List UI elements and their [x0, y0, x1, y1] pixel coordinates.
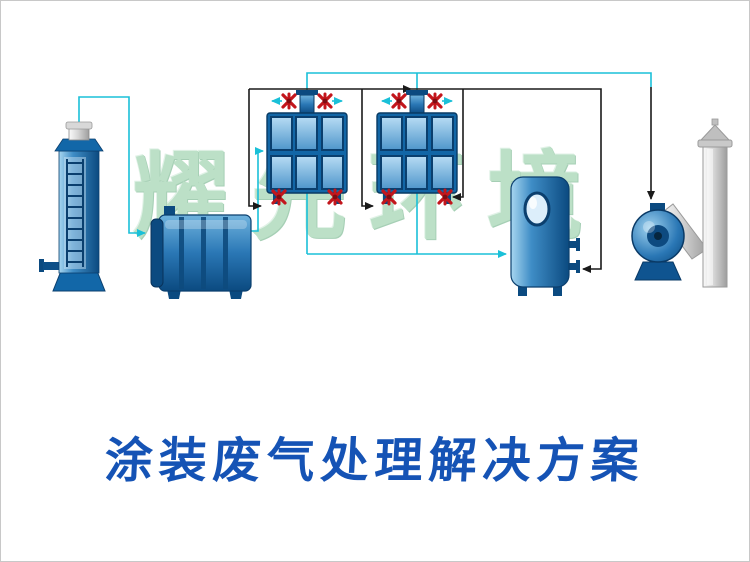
tank-sight-window — [523, 191, 551, 227]
line-tower-to-filter — [78, 96, 146, 237]
line-top-header — [306, 72, 652, 91]
duct-flow-lines — [248, 85, 655, 273]
page-title: 涂装废气处理解决方案 — [103, 433, 647, 489]
centrifugal-fan — [631, 203, 685, 281]
horizontal-filter-tank — [150, 206, 252, 299]
line-filter-to-adsorber1 — [251, 147, 264, 232]
activated-carbon-adsorber-2 — [377, 90, 457, 204]
line-header-right-to-tank — [411, 88, 602, 273]
vertical-tank — [510, 176, 580, 296]
tower-ladder — [66, 159, 84, 267]
activated-carbon-adsorber-1 — [267, 90, 347, 204]
gas-flow-lines — [78, 72, 652, 258]
spray-tower — [39, 121, 106, 292]
line-mid-loop — [361, 89, 374, 210]
line-left-loop — [248, 89, 262, 210]
line-right-loop — [452, 89, 464, 201]
